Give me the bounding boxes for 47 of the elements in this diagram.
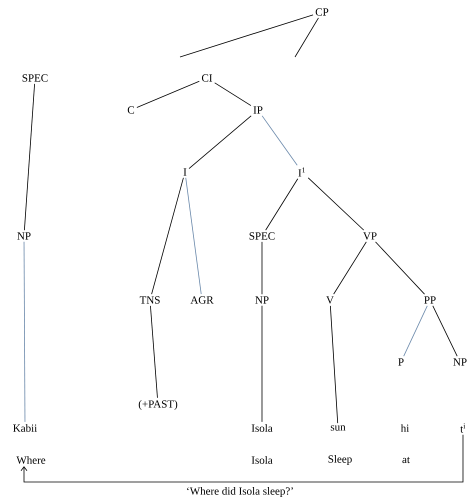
branch-line — [150, 306, 158, 398]
tree-label: IP — [254, 106, 262, 114]
gloss-word: Isola — [252, 456, 273, 464]
branch-line — [24, 84, 35, 231]
tree-label: CP — [316, 8, 328, 16]
branch-line — [188, 115, 252, 169]
branch-line — [375, 241, 425, 295]
tree-label: C — [128, 106, 134, 114]
branch-line — [432, 305, 458, 357]
tree-label: NP — [255, 296, 269, 304]
branch-line — [136, 80, 200, 108]
tree-label: V — [326, 296, 334, 304]
tree-label: Where — [16, 456, 46, 464]
tree-label: I — [184, 168, 186, 176]
branch-line — [24, 241, 26, 422]
branch-line — [180, 14, 314, 58]
tree-label: AGR — [190, 296, 214, 304]
branch-line — [333, 241, 367, 294]
branch-line — [265, 178, 298, 230]
tree-label: P — [398, 358, 404, 366]
branch-line — [403, 305, 428, 357]
gloss-word: at — [402, 456, 410, 464]
tree-label: I$^{1}$ — [298, 167, 306, 177]
tree-label: NP — [17, 232, 31, 240]
branch-line — [151, 177, 184, 294]
tree-label: (+PAST) — [138, 400, 178, 410]
tree-label: SPEC — [22, 74, 48, 82]
branch-line — [214, 82, 252, 106]
branch-line — [185, 177, 202, 294]
gloss-word: Sleep — [328, 455, 352, 465]
arrow — [20, 434, 464, 482]
tree-label: CI — [202, 74, 212, 82]
tree-label: t$^{i}$ — [460, 423, 466, 433]
tree-label: TNS — [140, 296, 160, 304]
tree-label: hi — [400, 424, 410, 432]
tree-label: Kabii — [13, 424, 37, 432]
tree-label: NP — [453, 358, 467, 366]
caption: ‘Where did Isola sleep?’ — [185, 486, 295, 498]
tree-label: sun — [330, 425, 346, 431]
branch-line — [294, 18, 319, 58]
branch-line — [262, 115, 298, 166]
tree-label: SPEC — [250, 232, 275, 240]
tree-label: PP — [424, 296, 436, 304]
branch-line — [308, 177, 364, 231]
tree-label: VP — [363, 232, 377, 240]
tree-label: Isola — [252, 424, 273, 432]
branch-line — [330, 305, 338, 424]
